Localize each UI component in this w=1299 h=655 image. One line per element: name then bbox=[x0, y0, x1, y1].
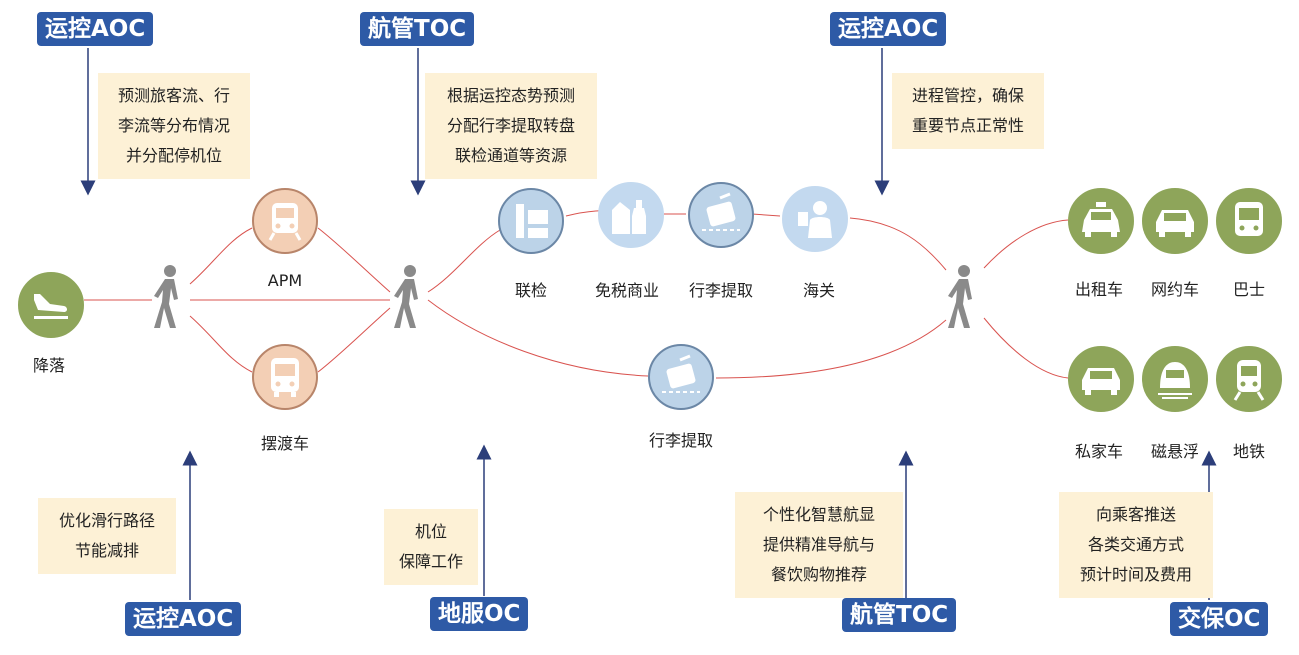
label-ride-hailing: 网约车 bbox=[1150, 280, 1200, 299]
note-line: 个性化智慧航显 bbox=[762, 505, 875, 524]
tag-aoc-top-left: 运控AOC bbox=[37, 12, 154, 46]
note-line: 重要节点正常性 bbox=[911, 116, 1024, 135]
path-walker-to-inspection bbox=[427, 229, 501, 293]
path-walker-to-private-car bbox=[983, 317, 1069, 379]
note-ground-ops: 机位 保障工作 bbox=[384, 509, 478, 585]
note-line: 保障工作 bbox=[398, 552, 463, 571]
label-private-car: 私家车 bbox=[1074, 442, 1124, 461]
train-icon bbox=[268, 203, 302, 241]
note-line: 根据运控态势预测 bbox=[446, 86, 575, 105]
note-aoc-top-right: 进程管控，确保 重要节点正常性 bbox=[892, 73, 1044, 149]
luggage-icon bbox=[702, 192, 740, 231]
shopping-bottles-icon bbox=[612, 200, 646, 234]
path-customs-to-walker bbox=[849, 217, 947, 271]
node-metro bbox=[1216, 346, 1282, 412]
node-joint-inspection bbox=[498, 188, 564, 254]
note-line: 各类交通方式 bbox=[1087, 535, 1184, 554]
passenger-flow-paths bbox=[84, 210, 1069, 379]
metro-icon bbox=[1233, 360, 1265, 401]
node-bus bbox=[1216, 188, 1282, 254]
walking-person-icon bbox=[948, 265, 972, 328]
label-bus: 巴士 bbox=[1232, 280, 1266, 299]
node-landing bbox=[18, 272, 84, 338]
path-shuttle-to-walker bbox=[317, 307, 391, 373]
node-shuttle-bus bbox=[252, 344, 318, 410]
note-line: 李流等分布情况 bbox=[117, 116, 230, 135]
note-line: 向乘客推送 bbox=[1095, 505, 1176, 524]
path-apm-to-walker bbox=[317, 227, 391, 293]
car-icon bbox=[1082, 368, 1120, 395]
note-aoc-top-left: 预测旅客流、行 李流等分布情况 并分配停机位 bbox=[98, 73, 250, 179]
label-metro: 地铁 bbox=[1232, 442, 1266, 461]
path-baggage-to-walker bbox=[715, 319, 947, 379]
note-line: 预计时间及费用 bbox=[1079, 565, 1192, 584]
label-customs: 海关 bbox=[802, 281, 836, 300]
node-duty-free bbox=[598, 182, 664, 248]
note-line: 分配行李提取转盘 bbox=[446, 116, 575, 135]
path-walker-to-taxi bbox=[983, 219, 1069, 269]
taxi-icon bbox=[1082, 202, 1120, 237]
label-taxi: 出租车 bbox=[1074, 280, 1124, 299]
tag-aoc-top-right: 运控AOC bbox=[830, 12, 947, 46]
note-line: 提供精准导航与 bbox=[762, 535, 875, 554]
car-icon bbox=[1156, 210, 1194, 237]
note-line: 进程管控，确保 bbox=[911, 86, 1024, 105]
note-aoc-bottom: 优化滑行路径 节能减排 bbox=[38, 498, 176, 574]
node-taxi bbox=[1068, 188, 1134, 254]
walking-person-icon bbox=[154, 265, 178, 328]
tag-ground-ops: 地服OC bbox=[430, 597, 529, 631]
tag-toc-bottom: 航管TOC bbox=[842, 598, 957, 632]
customs-officer-icon bbox=[798, 201, 832, 238]
path-walker-to-apm bbox=[189, 227, 253, 285]
maglev-train-icon bbox=[1158, 362, 1192, 399]
note-toc-bottom: 个性化智慧航显 提供精准导航与 餐饮购物推荐 bbox=[735, 492, 903, 598]
tag-transport-oc: 交保OC bbox=[1170, 602, 1269, 636]
note-toc-top: 根据运控态势预测 分配行李提取转盘 联检通道等资源 bbox=[425, 73, 597, 179]
note-line: 节能减排 bbox=[74, 541, 139, 560]
plane-landing-icon bbox=[34, 294, 68, 319]
node-maglev bbox=[1142, 346, 1208, 412]
note-line: 预测旅客流、行 bbox=[117, 86, 230, 105]
tag-toc-top: 航管TOC bbox=[360, 12, 475, 46]
label-shuttle-bus: 摆渡车 bbox=[260, 434, 310, 453]
note-line: 并分配停机位 bbox=[125, 146, 222, 165]
note-line: 餐饮购物推荐 bbox=[770, 565, 867, 584]
tag-aoc-bottom: 运控AOC bbox=[125, 602, 242, 636]
note-line: 优化滑行路径 bbox=[58, 511, 155, 530]
walking-person-icon bbox=[394, 265, 418, 328]
bus-icon bbox=[1235, 202, 1263, 236]
node-baggage-claim-bottom bbox=[648, 344, 714, 410]
label-maglev: 磁悬浮 bbox=[1150, 442, 1200, 461]
label-joint-inspection: 联检 bbox=[514, 281, 548, 300]
node-ride-hailing bbox=[1142, 188, 1208, 254]
label-baggage-claim-top: 行李提取 bbox=[688, 281, 754, 300]
bus-icon bbox=[271, 358, 299, 397]
note-line: 联检通道等资源 bbox=[454, 146, 567, 165]
path-walker-to-shuttle bbox=[189, 315, 253, 373]
label-landing: 降落 bbox=[32, 356, 66, 375]
inspection-gate-icon bbox=[516, 204, 548, 238]
node-private-car bbox=[1068, 346, 1134, 412]
node-customs bbox=[782, 186, 848, 252]
node-apm bbox=[252, 188, 318, 254]
luggage-icon bbox=[662, 354, 700, 393]
path-walker-to-baggage bbox=[427, 299, 649, 377]
note-line: 机位 bbox=[414, 522, 447, 541]
label-apm: APM bbox=[267, 271, 303, 290]
label-duty-free: 免税商业 bbox=[594, 281, 660, 300]
label-baggage-claim-bottom: 行李提取 bbox=[648, 431, 714, 450]
node-baggage-claim-top bbox=[688, 182, 754, 248]
note-transport-oc: 向乘客推送 各类交通方式 预计时间及费用 bbox=[1059, 492, 1213, 598]
